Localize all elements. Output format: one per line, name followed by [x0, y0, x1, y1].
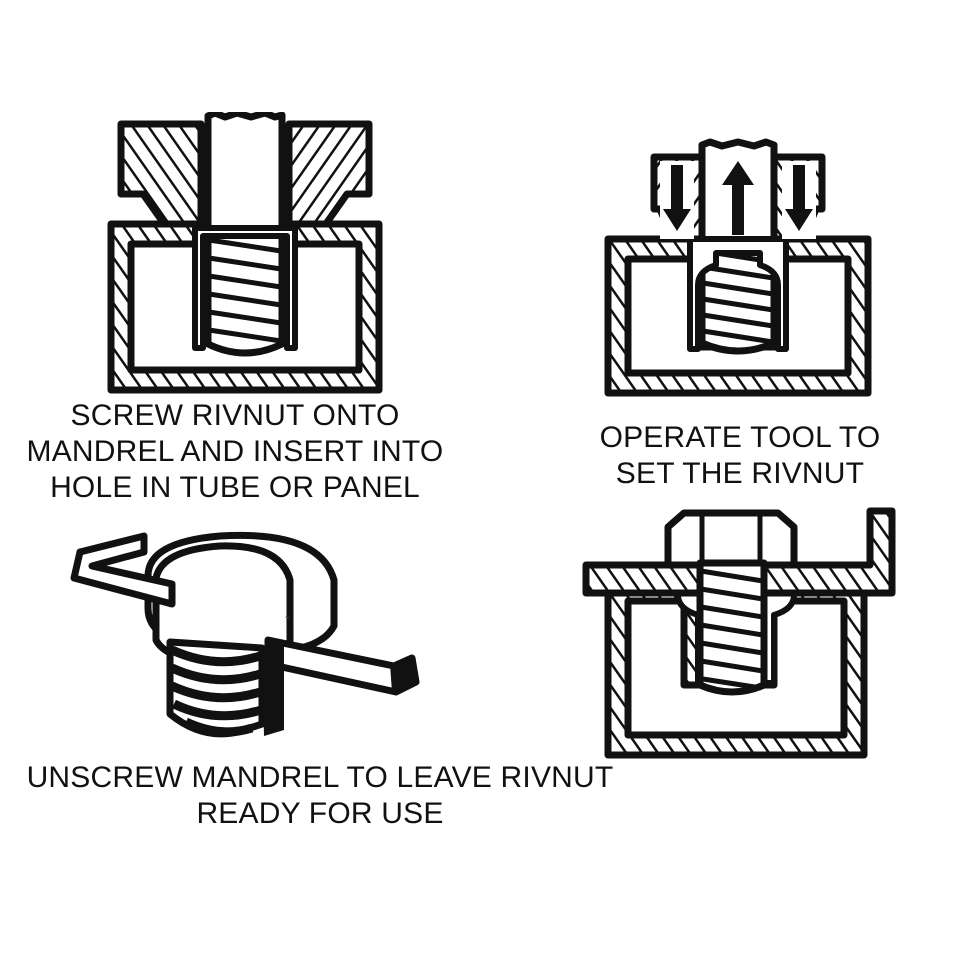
figure-step-4 — [578, 505, 898, 770]
figure-step-2 — [598, 135, 878, 403]
bolt-threads — [700, 568, 764, 691]
wrench-arm-upper — [70, 532, 176, 608]
wrench-arm-lower — [264, 636, 420, 696]
caption-step-3: UNSCREW MANDREL TO LEAVE RIVNUT READY FO… — [26, 761, 614, 830]
caption-step-2: OPERATE TOOL TO SET THE RIVNUT — [599, 421, 881, 490]
caption-step-1: SCREW RIVNUT ONTO MANDREL AND INSERT INT… — [26, 399, 444, 504]
mandrel-pull-arrow — [722, 161, 754, 235]
hex-bolt — [664, 509, 798, 696]
figure-step-1 — [105, 112, 385, 402]
figure-step-3 — [52, 518, 432, 758]
angle-bracket — [582, 507, 896, 597]
mandrel — [204, 112, 286, 357]
mandrel-threads — [208, 237, 282, 344]
right-force-arrow — [782, 161, 816, 239]
mandrel-thread — [166, 638, 266, 738]
rivnut-collapsed — [687, 236, 789, 352]
force-arrows — [660, 161, 816, 239]
rivnut-body — [192, 225, 298, 351]
left-force-arrow — [660, 161, 694, 239]
mandrel-shank-shadow — [262, 640, 284, 736]
